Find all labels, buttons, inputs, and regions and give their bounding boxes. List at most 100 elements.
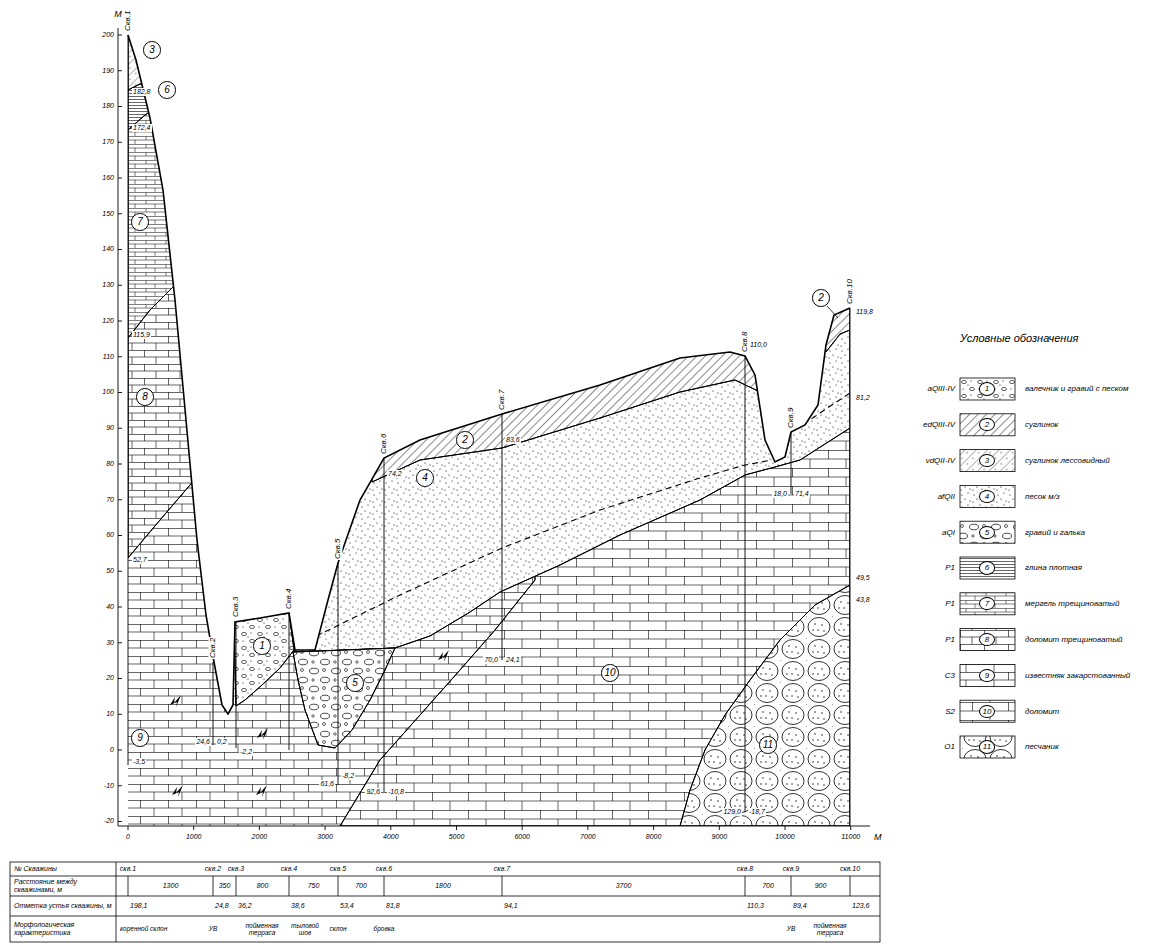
table-cell: 81,8 xyxy=(386,902,400,910)
callout-number: 2 xyxy=(818,292,824,304)
axis-ticks xyxy=(118,35,122,822)
elevation-mark: 172,4 xyxy=(132,124,152,132)
table-rule xyxy=(128,876,850,896)
borehole-name: Скв.6 xyxy=(379,433,388,455)
axis-line xyxy=(118,28,870,826)
callout-number: 1 xyxy=(979,382,995,395)
axis-tick-label: 160 xyxy=(102,174,114,182)
axis-tick-label: 11000 xyxy=(841,833,860,841)
sand-layer xyxy=(295,250,850,652)
loess-loam-layer xyxy=(128,0,165,90)
legend-swatch xyxy=(960,450,1015,472)
table-cell: скв.3 xyxy=(228,865,244,873)
karst-symbol xyxy=(257,728,268,740)
callout-number: 2 xyxy=(462,434,468,446)
axis-tick-label: 9000 xyxy=(712,833,728,841)
legend-swatch-ground xyxy=(960,450,1015,472)
axis-tick-label: 5000 xyxy=(449,833,465,841)
table-cell: тыловой шов xyxy=(288,922,322,937)
table-cell: скв.6 xyxy=(376,865,392,873)
axis-tick-label: 100 xyxy=(102,388,114,396)
table-header: № Скважины xyxy=(14,865,114,873)
legend-text: мергель трещиноватый xyxy=(1025,599,1150,608)
axis-tick-label: 0 xyxy=(126,833,130,841)
borehole-name: Скв.5 xyxy=(333,538,342,560)
callout-number: 7 xyxy=(137,216,143,228)
table-header: Отметка устья скважины, м xyxy=(14,902,114,910)
axis-tick-label: 130 xyxy=(102,281,114,289)
legend-title: Условные обозначения xyxy=(960,332,1078,345)
table-header: Морфологическая характеристика xyxy=(14,921,114,937)
legend-swatch xyxy=(960,521,1015,543)
legend-text: доломит трещиноватый xyxy=(1025,635,1150,644)
table-cell: УВ xyxy=(209,925,218,932)
borehole-name: Скв.3 xyxy=(231,596,240,618)
callout-number: 11 xyxy=(763,739,773,751)
callout-number: 9 xyxy=(137,732,143,744)
table-cell: бровка xyxy=(374,925,395,932)
callout-number: 5 xyxy=(352,677,358,689)
marl-layer xyxy=(128,0,200,338)
table-cell: 800 xyxy=(257,882,269,890)
table-cell: 700 xyxy=(762,882,774,890)
elevation-mark: 70,0 xyxy=(483,656,499,664)
table-cell: 24,8 xyxy=(215,902,229,910)
axis-tick-label: 7000 xyxy=(580,833,596,841)
table-cell: 3700 xyxy=(616,882,632,890)
ground-surface xyxy=(128,35,850,714)
legend-swatch xyxy=(960,629,1015,651)
elevation-mark: 83,6 xyxy=(505,436,521,444)
callout-number: 8 xyxy=(142,391,148,403)
axis-tick-label: 150 xyxy=(102,210,114,218)
legend-text: суглинок лессовидный xyxy=(1025,456,1150,465)
axis-tick-label: 20 xyxy=(106,674,114,682)
table-frame xyxy=(10,862,880,942)
sandstone-layer xyxy=(680,585,850,826)
stratigraphic-index: C3 xyxy=(945,671,955,680)
leader-line xyxy=(827,306,838,318)
table-cell: 1800 xyxy=(435,882,451,890)
axis-tick-label: 4000 xyxy=(383,833,399,841)
table-cell: 110,3 xyxy=(747,902,764,910)
elevation-mark: 61,6 xyxy=(319,780,335,788)
table-cell: скв.4 xyxy=(281,865,297,873)
axis-tick-label: -20 xyxy=(104,817,114,825)
legend-text: глина плотная xyxy=(1025,563,1150,572)
gravel-pebble-lens xyxy=(293,648,395,748)
borehole-name: Скв.2 xyxy=(208,637,217,659)
legend-swatch-ground xyxy=(960,736,1015,758)
boulder-gravel-lens xyxy=(234,612,294,706)
callout-number: 6 xyxy=(979,561,995,574)
legend-swatch-ground xyxy=(960,593,1015,615)
borehole-line xyxy=(128,35,850,826)
elevation-mark: 81,2 xyxy=(855,394,871,402)
table-cell: 900 xyxy=(815,882,827,890)
stratigraphic-index: P1 xyxy=(945,599,955,608)
layer-callout: 9 xyxy=(131,729,149,747)
legend-text: валечник и гравий с песком xyxy=(1025,384,1150,393)
marl-layer xyxy=(128,0,200,338)
elevation-mark: 74,2 xyxy=(387,470,403,478)
borehole-name: Скв.4 xyxy=(284,588,293,610)
axis-tick-label: 8000 xyxy=(646,833,662,841)
callout-number: 9 xyxy=(979,669,995,682)
axis-tick-label: 1000 xyxy=(186,833,202,841)
elevation-mark: 115,9 xyxy=(132,331,151,339)
water-table-line xyxy=(298,460,772,645)
table-cell: 750 xyxy=(308,882,320,890)
elevation-mark: 182,8 xyxy=(132,88,152,96)
elevation-mark: 129,0 xyxy=(722,808,742,816)
table-cell: пойменная терраса xyxy=(238,922,286,937)
elevation-mark: -2,2 xyxy=(239,748,253,756)
axis-tick-label: 30 xyxy=(106,639,114,647)
axis-unit: M xyxy=(114,9,122,19)
axis-tick-label: 50 xyxy=(106,567,114,575)
stratigraphic-index: aQI xyxy=(942,528,955,537)
layer-callout: 2 xyxy=(456,431,474,449)
table-cell: 94,1 xyxy=(504,902,518,910)
table-cell: коренной склон xyxy=(120,925,180,932)
elevation-mark: 92,6 xyxy=(365,788,381,796)
axis-tick-label: 90 xyxy=(106,424,114,432)
borehole-name: Скв.10 xyxy=(845,278,854,305)
